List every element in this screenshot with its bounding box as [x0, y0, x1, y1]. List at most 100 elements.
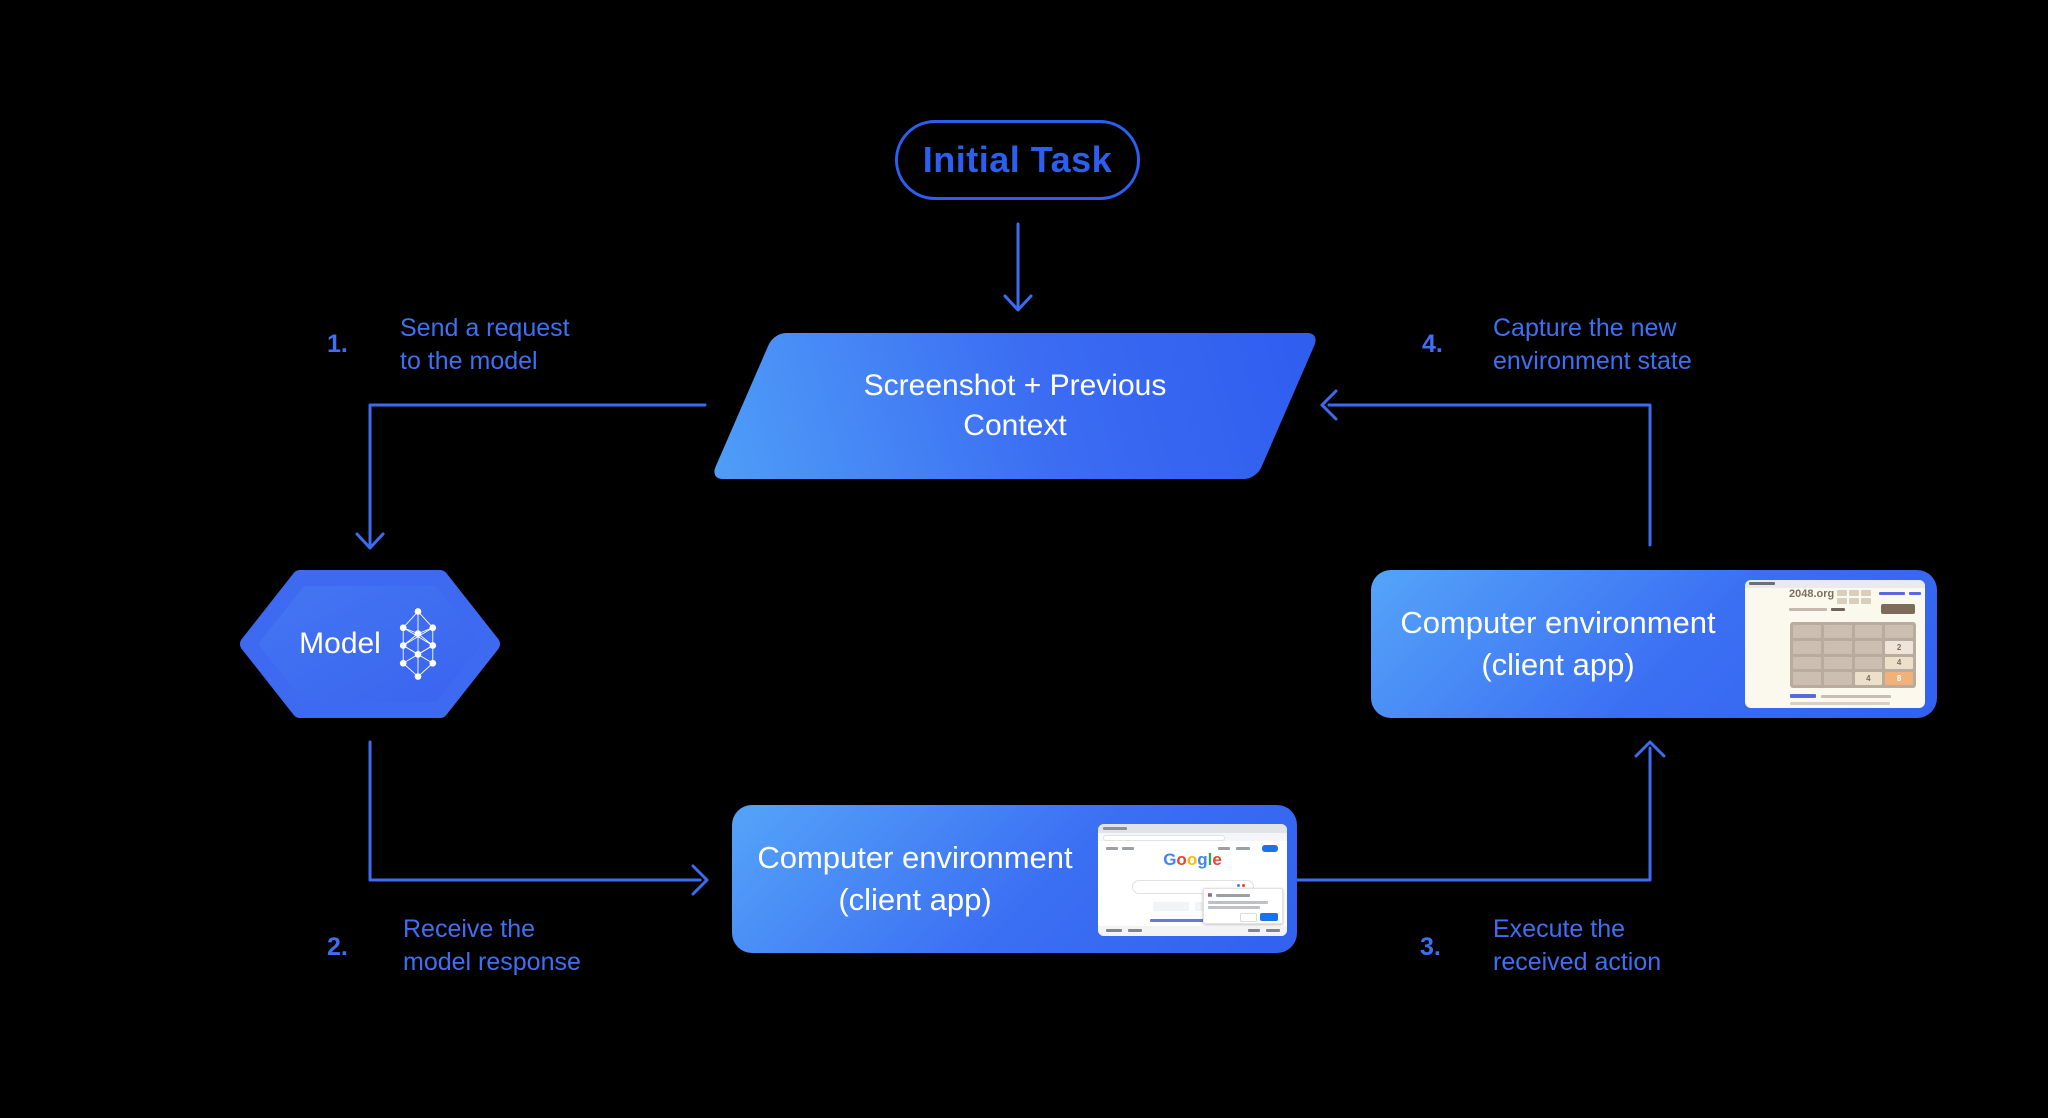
tab-title-placeholder — [1103, 827, 1127, 830]
env-node-top: Computer environment (client app) 2048.o… — [1371, 570, 1937, 718]
subtitle-bold-placeholder — [1831, 608, 1845, 611]
gmail-link-placeholder — [1218, 847, 1230, 850]
page-footer — [1098, 926, 1287, 936]
model-content: Model — [240, 570, 500, 718]
footer-link-placeholder — [1106, 929, 1122, 932]
lens-icon — [1242, 884, 1245, 887]
nav-link-placeholder — [1122, 847, 1134, 850]
game-grid: 2 4 4 8 — [1790, 622, 1916, 688]
tile-2: 2 — [1885, 640, 1913, 654]
dialog-secondary-button — [1240, 913, 1257, 922]
step-1-label: Send a request to the model — [400, 312, 570, 378]
model-node: Model — [240, 570, 500, 718]
logo-letter: l — [1207, 850, 1213, 869]
grid-cell — [1823, 672, 1852, 685]
grid-cell — [1885, 625, 1913, 638]
screenshot-context-line1: Screenshot + Previous — [863, 369, 1167, 402]
google-homepage-thumbnail: Google — [1098, 824, 1287, 936]
initial-task-node: Initial Task — [895, 120, 1140, 200]
step-1-line1: Send a request — [400, 314, 570, 342]
logo-letter: e — [1212, 850, 1222, 869]
dialog-icon — [1208, 893, 1210, 897]
footer-link-placeholder — [1128, 929, 1142, 932]
score-box — [1861, 590, 1871, 596]
step-2-line2: model response — [403, 948, 581, 976]
game-2048-thumbnail: 2048.org 2 — [1745, 580, 1925, 708]
tab-title-placeholder — [1749, 582, 1775, 585]
nav-link-placeholder — [1106, 847, 1118, 850]
header-link-placeholder — [1909, 592, 1921, 595]
step-4-line2: environment state — [1493, 347, 1692, 375]
score-box — [1849, 590, 1859, 596]
env-top-text: Computer environment (client app) — [1371, 570, 1745, 718]
step-4-line1: Capture the new — [1493, 314, 1677, 342]
grid-cell — [1793, 640, 1821, 654]
grid-cell — [1854, 625, 1883, 638]
arrow-env-to-context — [1327, 403, 1652, 547]
cookie-dialog — [1203, 888, 1283, 924]
env-node-bottom: Computer environment (client app) Google — [732, 805, 1297, 953]
arrow-env-to-env — [1295, 746, 1652, 882]
step-1-line2: to the model — [400, 347, 538, 375]
step-1-number: 1. — [327, 330, 348, 358]
env-bottom-line2: (client app) — [838, 882, 992, 917]
step-3-number: 3. — [1420, 933, 1441, 961]
score-box — [1837, 598, 1847, 604]
dialog-text-placeholder — [1208, 901, 1268, 904]
new-game-button — [1881, 604, 1915, 614]
subtitle-placeholder — [1789, 608, 1827, 611]
neural-network-icon — [399, 608, 436, 680]
grid-cell — [1793, 625, 1821, 638]
grid-cell — [1793, 656, 1821, 670]
grid-cell — [1854, 656, 1883, 670]
footer-text-placeholder — [1821, 695, 1891, 698]
header-link-placeholder — [1879, 592, 1905, 595]
grid-cell — [1823, 640, 1852, 654]
google-search-button — [1153, 902, 1189, 911]
env-bottom-text: Computer environment (client app) — [732, 805, 1098, 953]
browser-tab-bar — [1745, 580, 1925, 588]
address-field — [1103, 835, 1225, 841]
score-box — [1849, 598, 1859, 604]
sign-in-button — [1262, 845, 1278, 852]
dialog-title-placeholder — [1216, 894, 1250, 897]
dialog-accept-button — [1260, 913, 1278, 921]
step-2-number: 2. — [327, 933, 348, 961]
step-4-number: 4. — [1422, 330, 1443, 358]
env-top-line2: (client app) — [1481, 647, 1635, 682]
step-4-label: Capture the new environment state — [1493, 312, 1692, 378]
hexagon-shape — [240, 570, 500, 718]
model-label: Model — [299, 627, 381, 660]
grid-cell — [1854, 640, 1883, 654]
env-top-line1: Computer environment — [1400, 605, 1716, 640]
screenshot-context-node: Screenshot + Previous Context — [710, 333, 1320, 479]
tile-4: 4 — [1885, 656, 1913, 670]
google-logo: Google — [1098, 850, 1287, 870]
grid-cell — [1823, 656, 1852, 670]
initial-task-label: Initial Task — [922, 139, 1113, 180]
images-link-placeholder — [1236, 847, 1250, 850]
logo-letter: g — [1197, 850, 1208, 869]
browser-tab-bar — [1098, 824, 1287, 833]
arrow-model-to-env — [368, 740, 702, 882]
logo-letter: G — [1163, 850, 1177, 869]
dialog-text-placeholder — [1208, 906, 1260, 909]
step-3-label: Execute the received action — [1493, 913, 1661, 979]
footer-link-placeholder — [1248, 929, 1260, 932]
footer-link-placeholder — [1790, 694, 1816, 698]
tile-4: 4 — [1854, 672, 1883, 685]
mic-icon — [1237, 884, 1240, 887]
screenshot-context-line2: Context — [963, 409, 1067, 442]
step-3-line1: Execute the — [1493, 915, 1626, 943]
grid-cell — [1823, 625, 1852, 638]
step-2-label: Receive the model response — [403, 913, 581, 979]
language-links-placeholder — [1150, 919, 1236, 922]
dialog-icon — [1210, 893, 1212, 897]
arrow-context-to-model — [368, 403, 707, 546]
tile-8: 8 — [1885, 672, 1913, 685]
score-box — [1861, 598, 1871, 604]
logo-letter: o — [1176, 850, 1187, 869]
screenshot-context-text: Screenshot + Previous Context — [742, 333, 1288, 479]
logo-letter: o — [1186, 850, 1198, 869]
